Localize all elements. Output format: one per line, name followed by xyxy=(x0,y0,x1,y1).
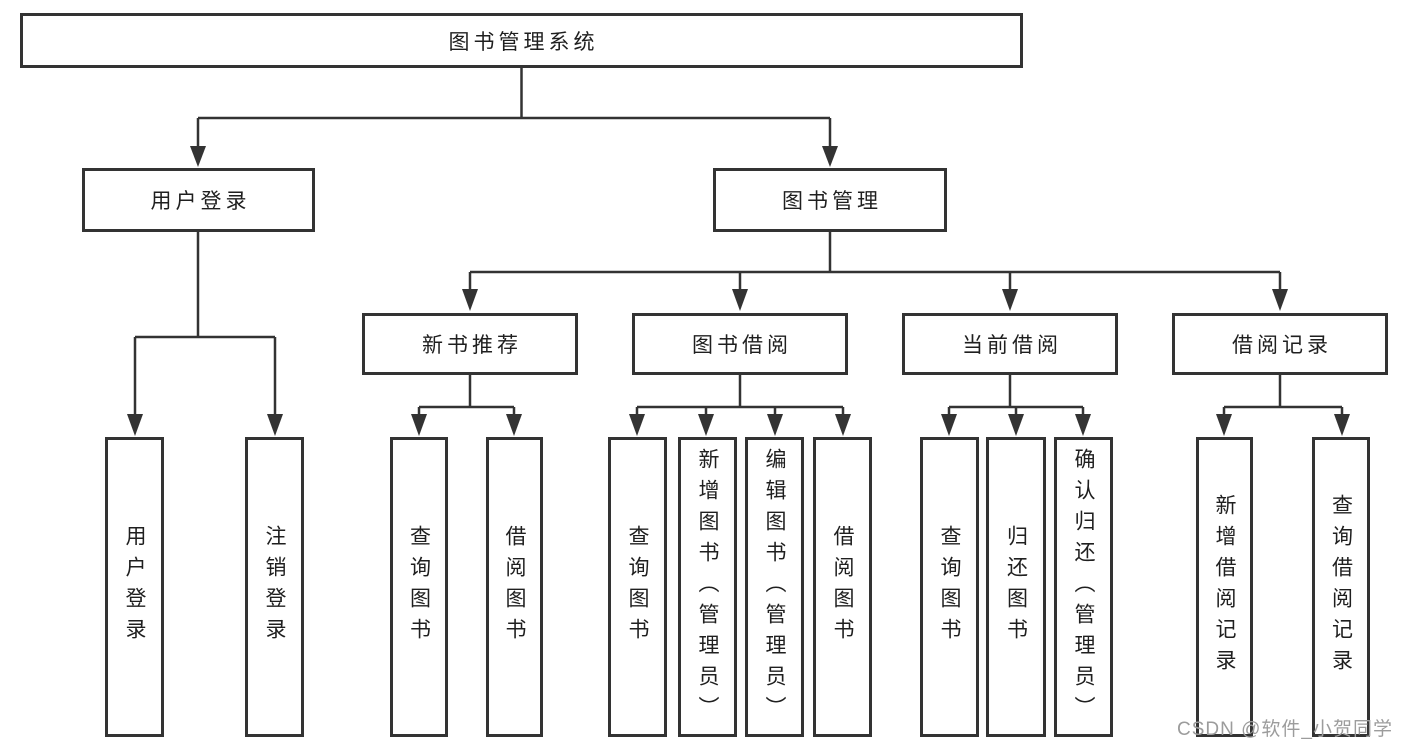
arrowhead xyxy=(506,414,522,436)
leaf-bb-borrow-books: 借阅图书 xyxy=(813,437,872,737)
arrowhead xyxy=(941,414,957,436)
watermark: CSDN @软件_小贺同学 xyxy=(1177,719,1393,740)
arrowhead xyxy=(732,289,748,311)
leaf-logout-login: 注销登录 xyxy=(245,437,304,737)
leaf-cb-query-books: 查询图书 xyxy=(920,437,979,737)
arrowhead xyxy=(1002,289,1018,311)
arrowhead xyxy=(767,414,783,436)
leaf-br-add-record: 新增借阅记录 xyxy=(1196,437,1253,737)
arrowhead xyxy=(411,414,427,436)
arrowhead xyxy=(1075,414,1091,436)
node-user-login: 用户登录 xyxy=(82,168,315,232)
leaf-cb-return-books: 归还图书 xyxy=(986,437,1046,737)
arrowhead xyxy=(698,414,714,436)
arrowhead xyxy=(190,146,206,167)
node-library-management-system: 图书管理系统 xyxy=(20,13,1023,68)
arrowhead xyxy=(822,146,838,167)
leaf-user-login: 用户登录 xyxy=(105,437,164,737)
arrowhead xyxy=(267,414,283,436)
node-current-borrowing: 当前借阅 xyxy=(902,313,1118,375)
arrowhead xyxy=(1216,414,1232,436)
arrowhead xyxy=(835,414,851,436)
leaf-nbr-query-books: 查询图书 xyxy=(390,437,448,737)
arrowhead xyxy=(629,414,645,436)
leaf-bb-add-books-admin: 新增图书（管理员） xyxy=(678,437,737,737)
leaf-bb-query-books: 查询图书 xyxy=(608,437,667,737)
node-book-management: 图书管理 xyxy=(713,168,947,232)
node-book-borrowing: 图书借阅 xyxy=(632,313,848,375)
arrowhead xyxy=(1334,414,1350,436)
arrowhead xyxy=(462,289,478,311)
arrowhead xyxy=(1008,414,1024,436)
leaf-bb-edit-books-admin: 编辑图书（管理员） xyxy=(745,437,804,737)
arrowhead xyxy=(127,414,143,436)
leaf-nbr-borrow-books: 借阅图书 xyxy=(486,437,543,737)
arrowhead xyxy=(1272,289,1288,311)
node-new-book-recommendation: 新书推荐 xyxy=(362,313,578,375)
node-borrowing-records: 借阅记录 xyxy=(1172,313,1388,375)
leaf-cb-confirm-return-admin: 确认归还（管理员） xyxy=(1054,437,1113,737)
leaf-br-query-record: 查询借阅记录 xyxy=(1312,437,1370,737)
